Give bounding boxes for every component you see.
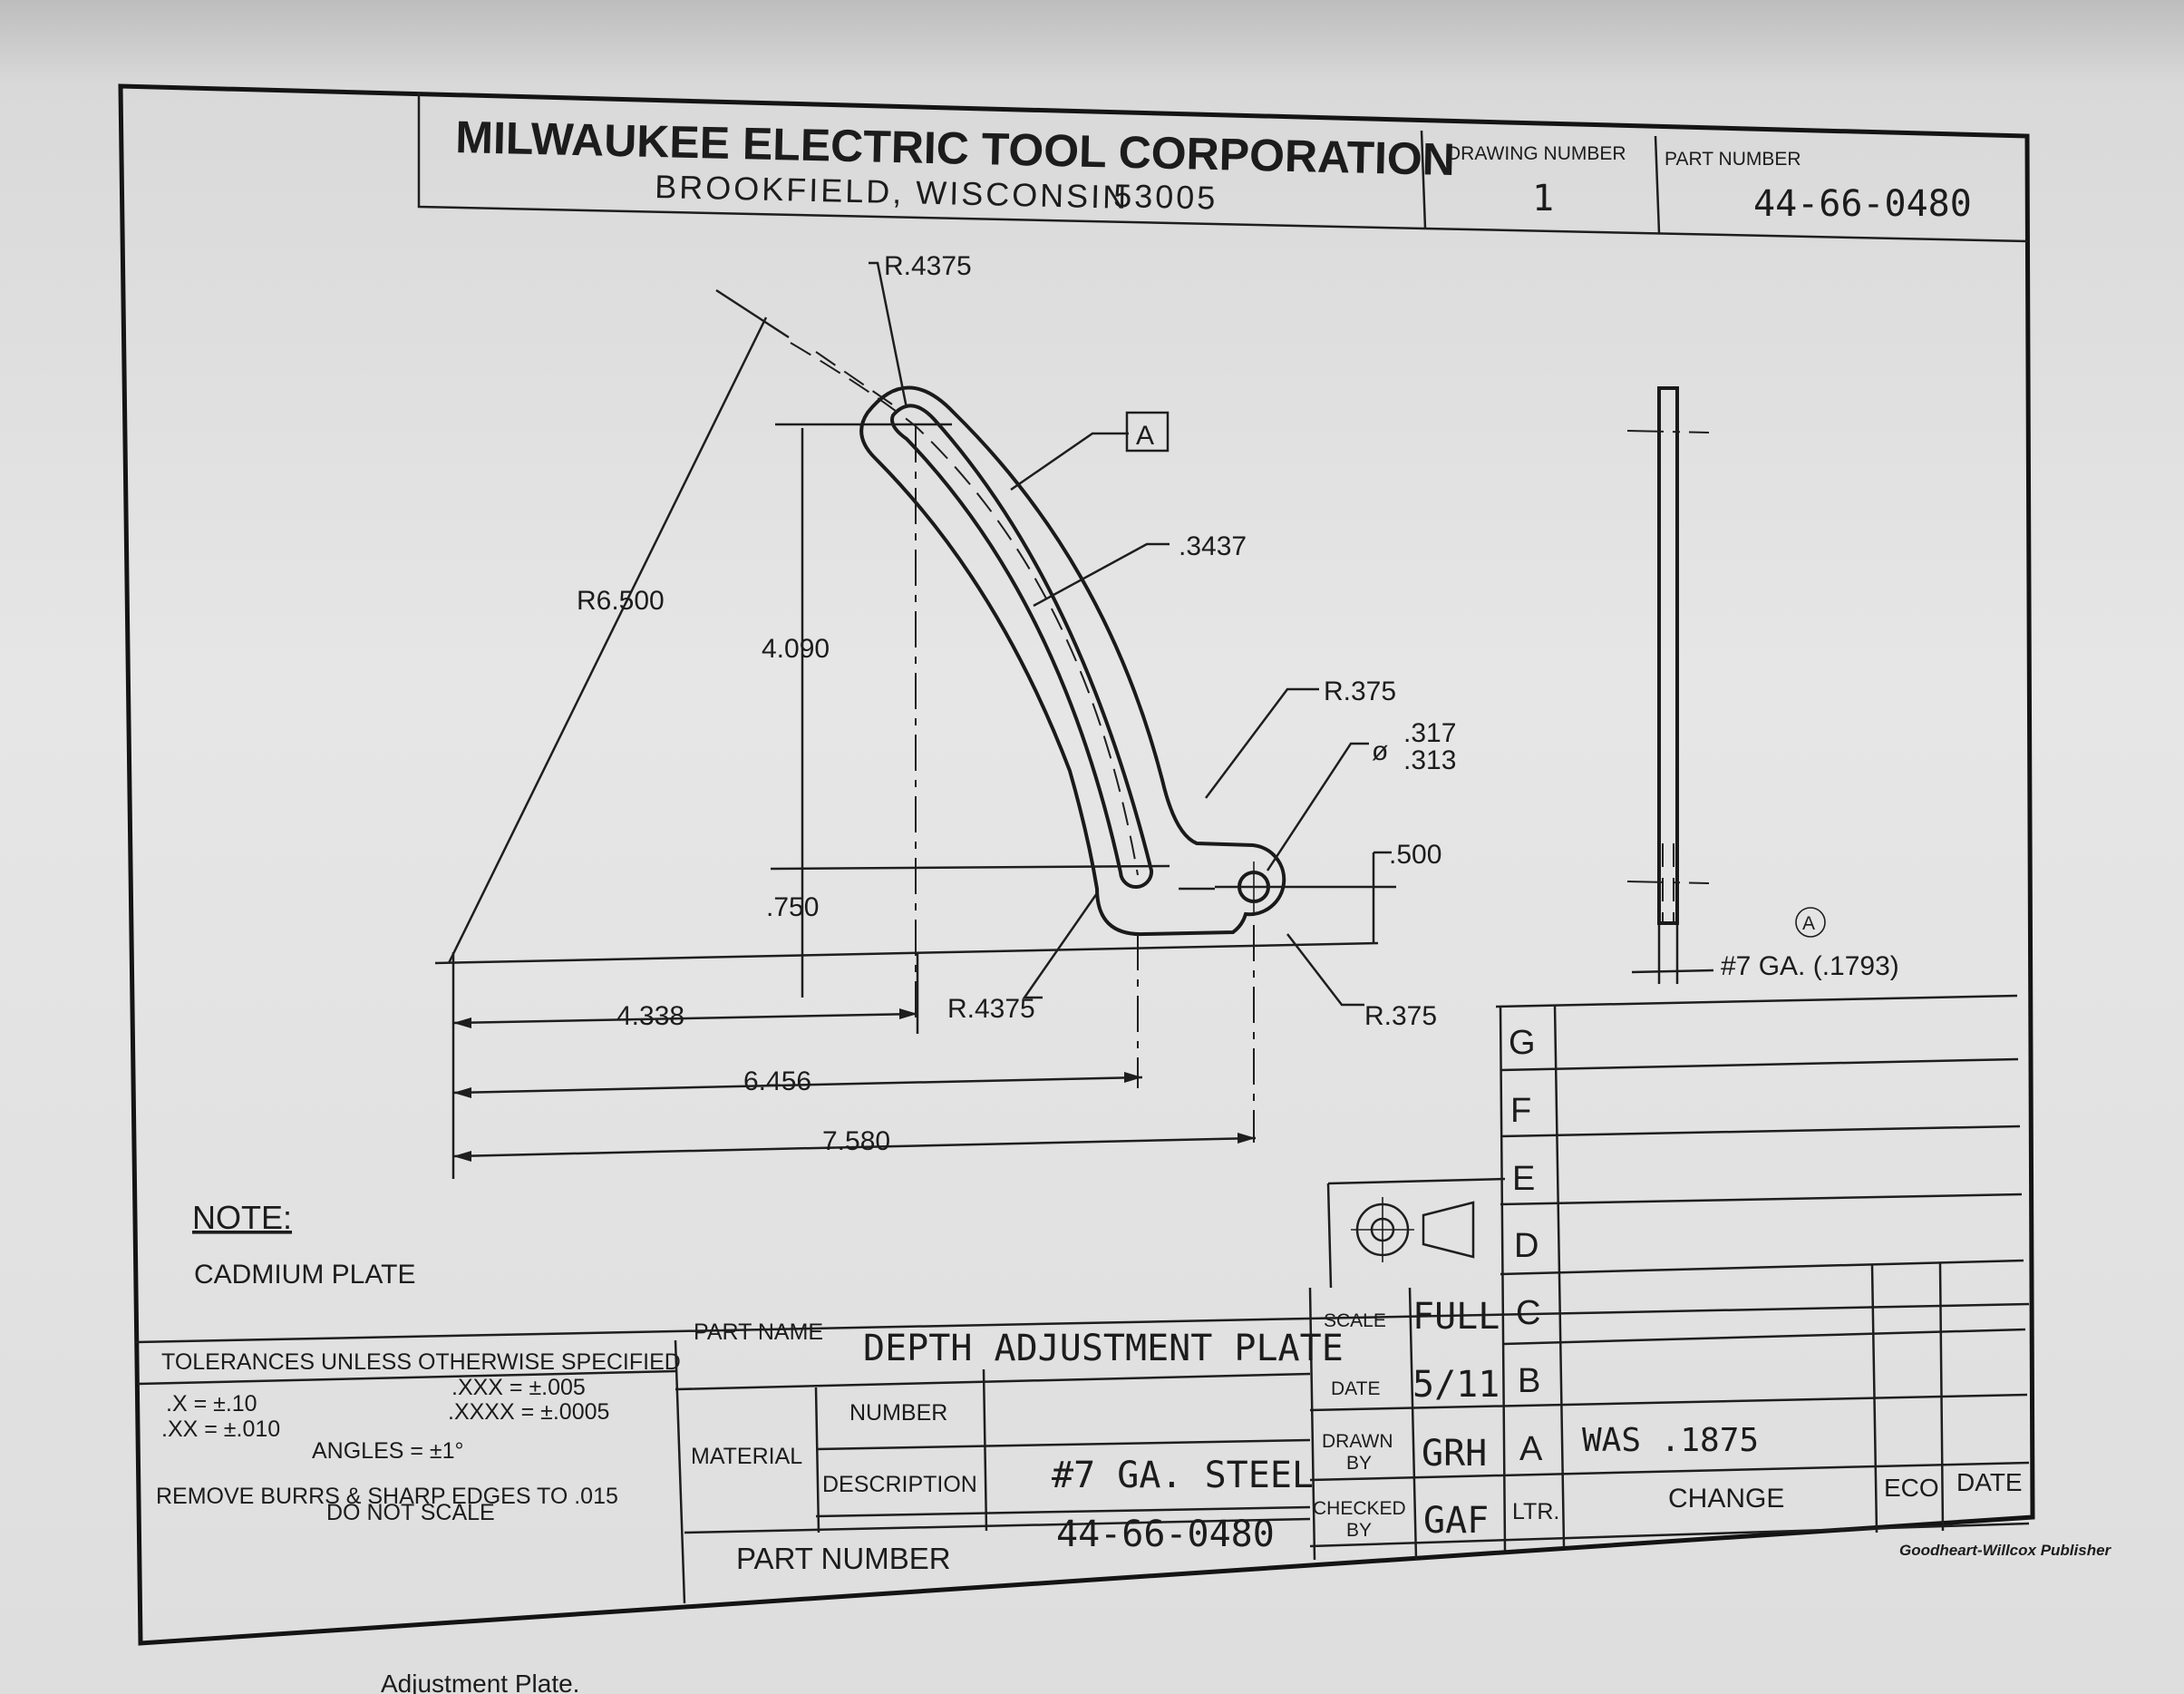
rev-letter-a: A: [1519, 1430, 1543, 1468]
checked-value: GAF: [1423, 1500, 1489, 1542]
date-value: 5/11: [1412, 1364, 1500, 1406]
drawing-border: [118, 83, 2035, 1646]
rev-change-a: WAS .1875: [1582, 1422, 1759, 1459]
front-view: R.4375 A .3437 R6.500 4.090 R.375 ø .317…: [434, 251, 1456, 1179]
company-zip: 53005: [1113, 177, 1218, 217]
part-name-value: DEPTH ADJUSTMENT PLATE: [863, 1328, 1344, 1369]
tol-angles: ANGLES = ±1°: [312, 1438, 464, 1464]
title-block: TOLERANCES UNLESS OTHERWISE SPECIFIED .X…: [135, 994, 2030, 1604]
change-label: CHANGE: [1668, 1484, 1784, 1514]
description-value: #7 GA. STEEL: [1052, 1455, 1314, 1496]
part-number-value: 44-66-0480: [1753, 183, 1972, 225]
drawn-value: GRH: [1422, 1433, 1487, 1475]
tol-xxx: .XXX = ±.005: [451, 1375, 586, 1400]
drawn-label: DRAWN: [1322, 1431, 1393, 1452]
date-label: DATE: [1331, 1378, 1380, 1399]
eco-label: ECO: [1884, 1474, 1939, 1502]
dim-x3: 7.580: [822, 1126, 890, 1156]
dim-r-hole: R.375: [1364, 1001, 1437, 1031]
note-text: CADMIUM PLATE: [194, 1260, 415, 1290]
number-label: NUMBER: [849, 1400, 947, 1426]
part-number-block-value: 44-66-0480: [1056, 1514, 1275, 1555]
rev-date-label: DATE: [1956, 1468, 2023, 1496]
material-label: MATERIAL: [691, 1444, 802, 1469]
note-heading: NOTE:: [192, 1199, 292, 1236]
dim-x1: 4.338: [616, 1001, 684, 1031]
tag-a: A: [1136, 421, 1154, 451]
rev-letter-c: C: [1516, 1294, 1540, 1332]
part-number-block-label: PART NUMBER: [736, 1542, 951, 1575]
side-tag: A: [1802, 913, 1815, 934]
drawn-by-label: BY: [1346, 1453, 1372, 1474]
rev-letter-g: G: [1509, 1024, 1536, 1062]
checked-by-label: BY: [1346, 1520, 1372, 1541]
tol-xx: .XX = ±.010: [161, 1417, 280, 1442]
dim-hole-upper: .317: [1403, 718, 1456, 748]
dim-dia-symbol: ø: [1372, 736, 1388, 766]
dim-r-bend: R.375: [1324, 677, 1396, 706]
projection-cone-icon: [1422, 1201, 1475, 1259]
dim-r-large: R6.500: [577, 586, 665, 616]
tol-xxxx: .XXXX = ±.0005: [448, 1399, 609, 1425]
drawing-number-value: 1: [1532, 178, 1554, 219]
drawing-number-label: DRAWING NUMBER: [1447, 143, 1626, 164]
rev-letter-d: D: [1514, 1227, 1539, 1265]
dim-offset-low: .750: [766, 892, 819, 922]
dim-slot-width: .3437: [1179, 531, 1247, 561]
dim-x2: 6.456: [743, 1066, 811, 1096]
dim-r-bottom: R.4375: [947, 994, 1035, 1024]
side-view: A #7 GA. (.1793): [1626, 386, 1899, 984]
tol-burrs: REMOVE BURRS & SHARP EDGES TO .015: [156, 1484, 618, 1509]
part-outline: [859, 385, 1286, 937]
tol-do-not-scale: DO NOT SCALE: [326, 1500, 495, 1525]
part-number-label: PART NUMBER: [1665, 149, 1801, 170]
scale-value: FULL: [1412, 1296, 1500, 1338]
dim-height: 4.090: [762, 634, 830, 664]
dim-offset: .500: [1389, 840, 1441, 870]
rev-letter-f: F: [1510, 1092, 1531, 1130]
rev-letter-b: B: [1518, 1362, 1540, 1400]
figure-caption: Adjustment Plate.: [381, 1670, 579, 1694]
slot-centerline: [790, 342, 1139, 876]
slot-outline: [890, 404, 1154, 889]
tol-x: .X = ±.10: [166, 1391, 257, 1417]
description-label: DESCRIPTION: [822, 1472, 977, 1497]
dim-r-top: R.4375: [884, 251, 972, 281]
checked-label: CHECKED: [1313, 1498, 1406, 1519]
rev-letter-e: E: [1512, 1160, 1535, 1198]
tolerances-heading: TOLERANCES UNLESS OTHERWISE SPECIFIED: [161, 1349, 681, 1375]
part-name-label: PART NAME: [694, 1319, 823, 1345]
dim-hole-lower: .313: [1403, 745, 1456, 775]
dim-thickness: #7 GA. (.1793): [1721, 951, 1899, 981]
scale-label: SCALE: [1324, 1310, 1386, 1331]
publisher-credit: Goodheart-Willcox Publisher: [1899, 1542, 2112, 1559]
ltr-label: LTR.: [1512, 1499, 1559, 1524]
side-plate: [1657, 386, 1679, 925]
revision-block: G F E D C B A WAS .1875 LTR. CHANGE ECO …: [1509, 1024, 2023, 1524]
